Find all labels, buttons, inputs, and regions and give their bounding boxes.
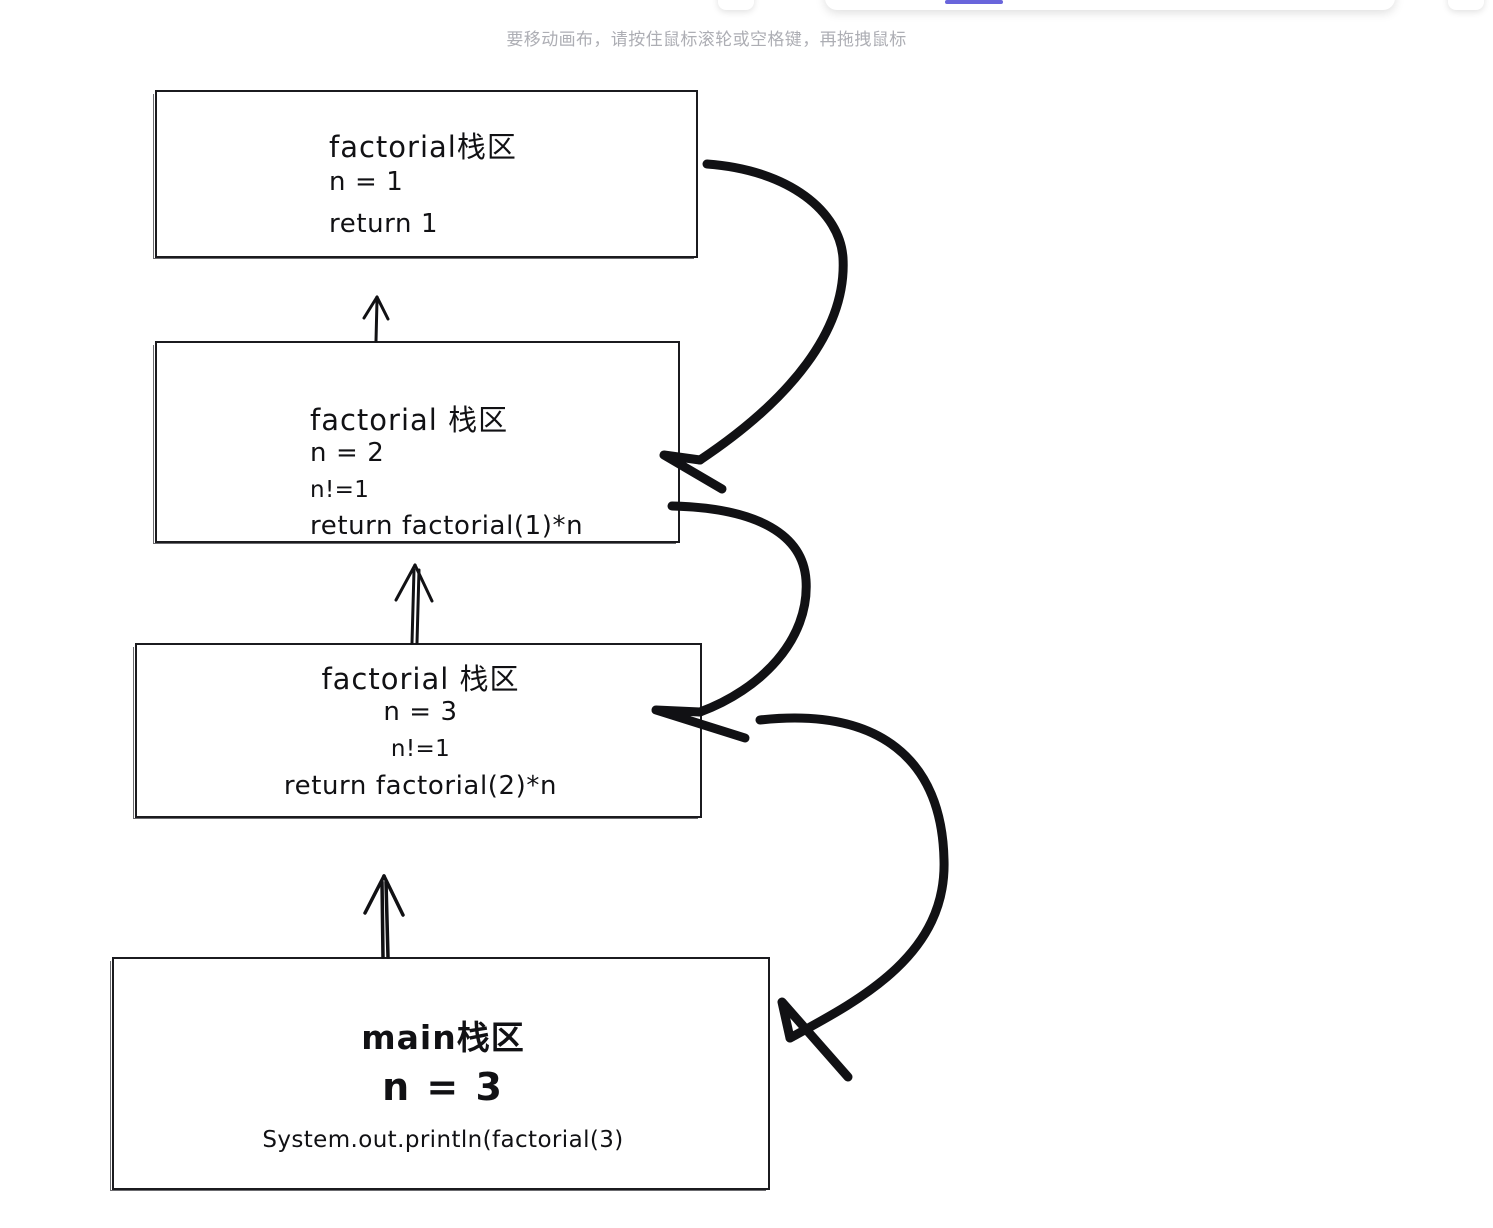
canvas-pan-hint: 要移动画布，请按住鼠标滚轮或空格键，再拖拽鼠标 bbox=[506, 30, 907, 50]
arrow-call-main-to-f3 bbox=[363, 874, 405, 959]
arrow-call-f3-to-f2 bbox=[394, 563, 434, 645]
stack-frame-condition: n!=1 bbox=[390, 736, 451, 762]
stack-frame-title: factorial栈区 bbox=[329, 130, 517, 164]
stack-frame-variable-n: n = 3 bbox=[382, 1065, 504, 1109]
stack-frame-return-stmt: return factorial(1)*n bbox=[310, 511, 584, 541]
stack-frame-variable-n: n = 2 bbox=[310, 438, 385, 468]
stack-frame-variable-n: n = 1 bbox=[329, 167, 404, 197]
arrow-return-f3-to-main bbox=[755, 713, 949, 1082]
stack-frame-main[interactable]: main栈区 n = 3 System.out.println(factoria… bbox=[110, 957, 770, 1191]
stack-frame-condition: n!=1 bbox=[310, 477, 370, 503]
stack-frame-title: main栈区 bbox=[361, 1018, 525, 1057]
stack-frame-print-stmt: System.out.println(factorial(3) bbox=[262, 1127, 624, 1153]
toolbar-menu-button[interactable] bbox=[718, 0, 754, 10]
stack-frame-factorial-2[interactable]: factorial 栈区 n = 2 n!=1 return factorial… bbox=[153, 341, 680, 544]
stack-frame-factorial-1[interactable]: factorial栈区 n = 1 return 1 bbox=[153, 90, 698, 259]
arrow-call-f2-to-f1 bbox=[362, 295, 390, 343]
stack-frame-factorial-3[interactable]: factorial 栈区 n = 3 n!=1 return factorial… bbox=[133, 643, 702, 819]
stack-frame-title: factorial 栈区 bbox=[310, 403, 509, 437]
stack-frame-variable-n: n = 3 bbox=[383, 697, 458, 727]
toolbar-active-tool-indicator bbox=[945, 0, 1003, 4]
toolbar-panel[interactable] bbox=[825, 0, 1395, 10]
toolbar-library-button[interactable] bbox=[1448, 0, 1484, 10]
stack-frame-return-stmt: return factorial(2)*n bbox=[283, 771, 558, 801]
stack-frame-title: factorial 栈区 bbox=[321, 662, 520, 696]
stack-frame-return-stmt: return 1 bbox=[329, 209, 439, 239]
